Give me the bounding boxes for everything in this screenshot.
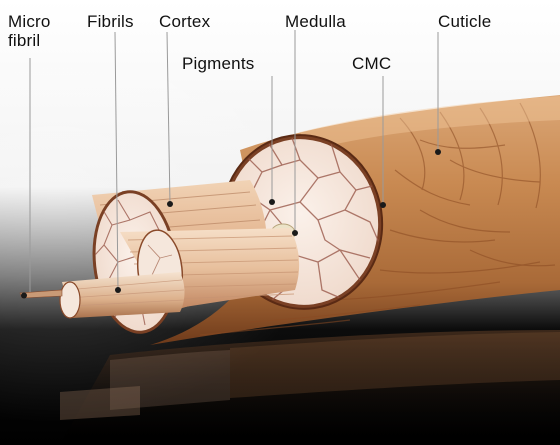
label-microfibril-line1: Micro [8,12,51,31]
label-cmc: CMC [352,54,392,73]
label-pigments: Pigments [182,54,255,73]
leader-lines [29,30,439,292]
leader-dots [115,149,441,293]
label-medulla: Medulla [285,12,346,31]
dot-medulla [292,230,298,236]
dot-cuticle [435,149,441,155]
label-cortex: Cortex [159,12,211,31]
leader-cortex [166,31,171,205]
label-microfibril-line2: fibril [8,31,41,50]
label-microfibril: Micro fibril [8,12,51,50]
dot-fibrils [115,287,121,293]
leader-fibrils [114,31,119,291]
floor-reflection [60,330,560,445]
label-fibrils: Fibrils [87,12,134,31]
dot-cortex [167,201,173,207]
label-cuticle: Cuticle [438,12,492,31]
dot-cmc [380,202,386,208]
dot-pigments [269,199,275,205]
microfibril-strand [19,272,185,319]
